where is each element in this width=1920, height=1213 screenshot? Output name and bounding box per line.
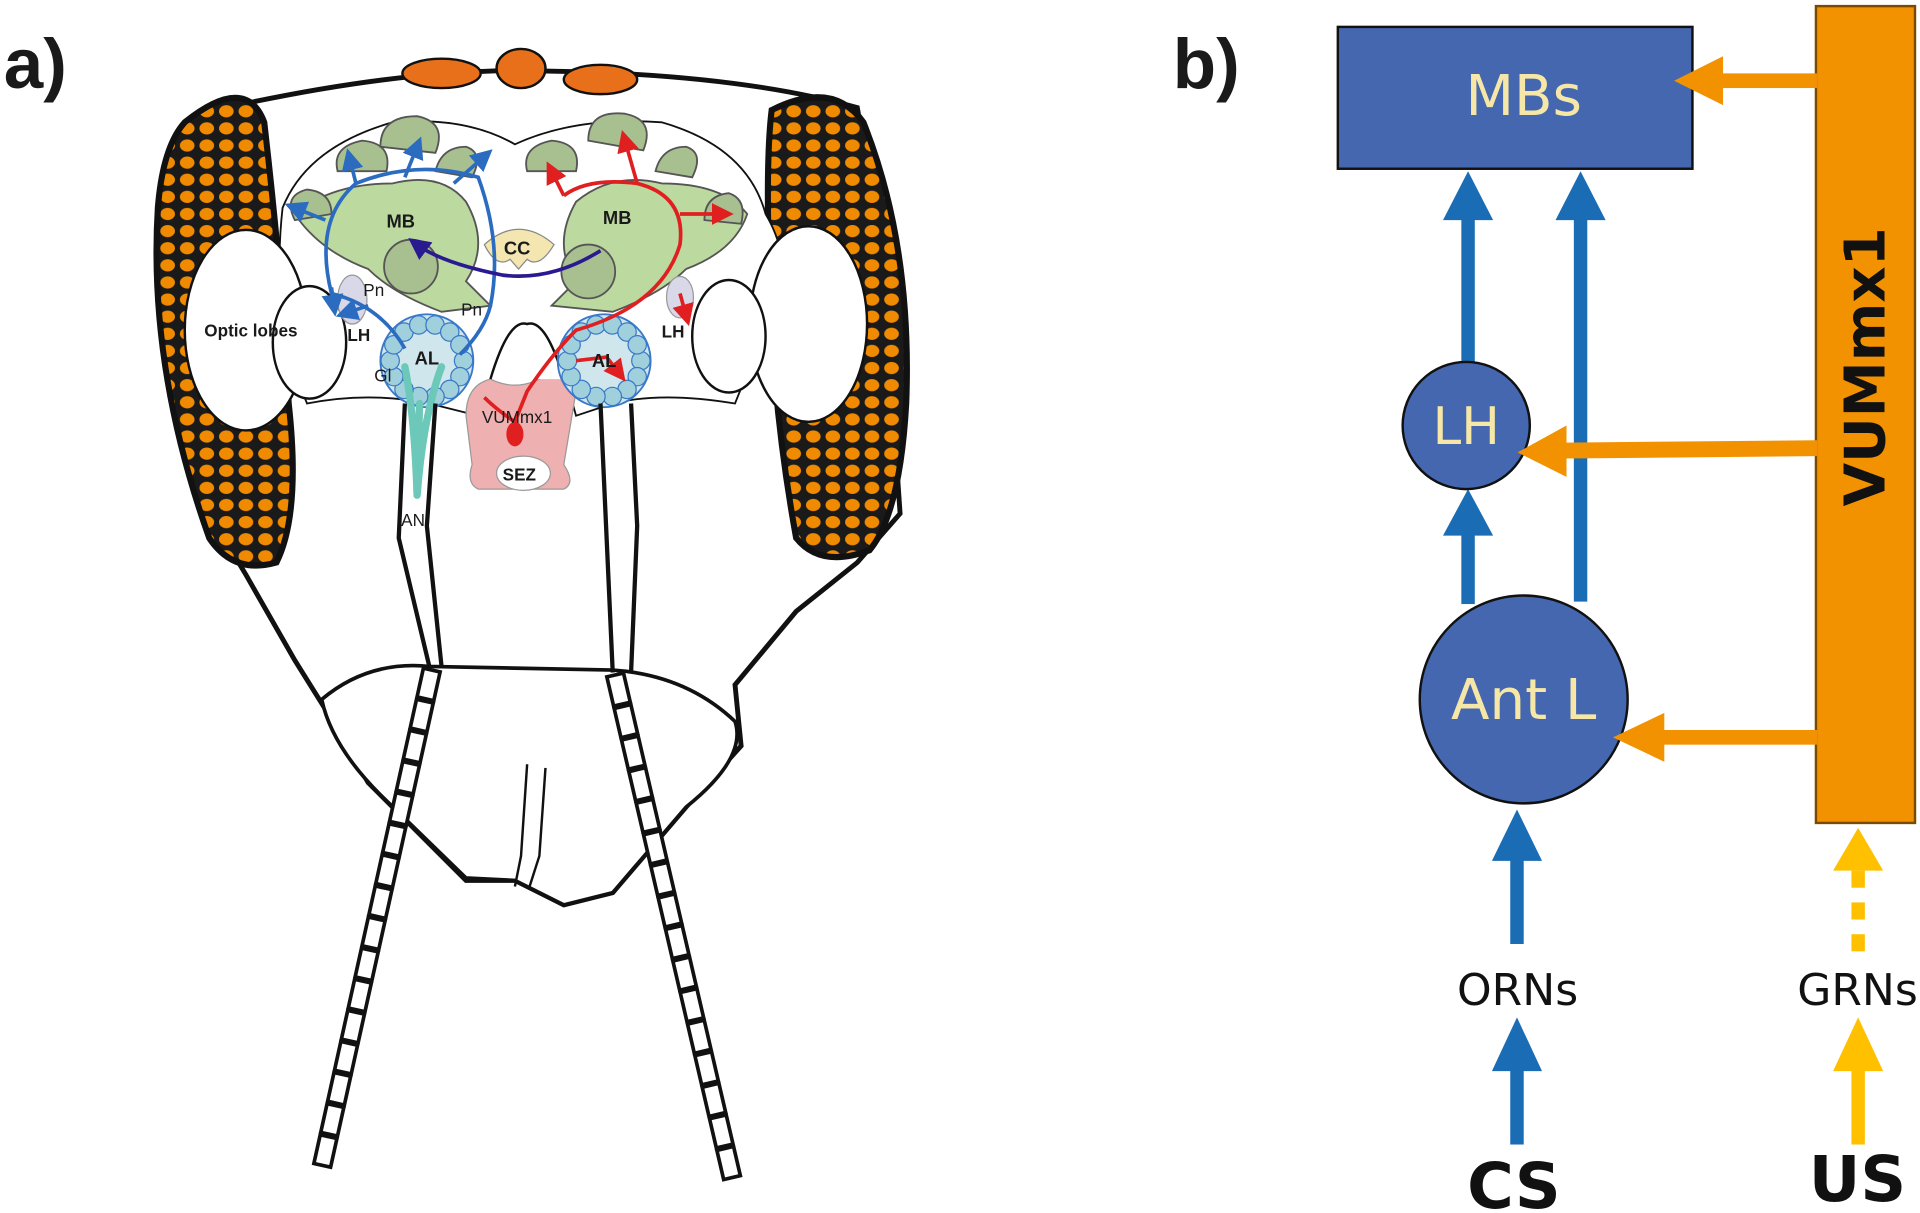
panel-a: a) <box>4 25 910 1182</box>
glomerulus <box>453 350 474 371</box>
ocellus-middle <box>495 47 547 90</box>
glomerulus <box>571 379 592 400</box>
antenna-segment <box>626 765 655 803</box>
antenna-segment <box>401 728 429 766</box>
label-mb-right: MB <box>603 207 632 228</box>
label-optic-lobes: Optic lobes <box>204 321 297 340</box>
optic-lobe-right-inner <box>690 278 767 394</box>
antenna-segment <box>407 697 436 734</box>
antenna-segment <box>648 860 677 898</box>
glomerulus <box>617 322 637 342</box>
red-pathway <box>483 130 734 424</box>
antenna-segment <box>685 1018 714 1056</box>
label-vummx1: VUMmx1 <box>482 408 552 427</box>
glomerulus <box>557 350 578 371</box>
ant-l-label: Ant L <box>1451 668 1597 733</box>
orns-label: ORNs <box>1457 965 1578 1016</box>
label-mb-left: MB <box>387 210 416 231</box>
antenna-segment <box>359 914 388 952</box>
antenna-segment <box>366 883 395 921</box>
lh-label: LH <box>1433 397 1500 457</box>
label-gl: Gl <box>374 367 391 386</box>
antenna-segment <box>339 1008 367 1045</box>
label-an: AN <box>401 511 425 530</box>
central-complex <box>483 228 555 270</box>
label-pn-right: Pn <box>461 300 482 319</box>
mbs-node <box>1336 25 1694 170</box>
mandible-suture <box>513 764 547 887</box>
antenna-left <box>311 666 443 1170</box>
antenna-segment <box>633 797 662 835</box>
antenna-segment <box>325 1070 353 1108</box>
cs-label: CS <box>1467 1149 1561 1213</box>
label-lh-left: LH <box>347 326 370 345</box>
antenna-segment <box>663 923 692 961</box>
yellow-arrows <box>1833 827 1884 1145</box>
antenna-segment <box>655 891 684 930</box>
mb-lobe-left <box>383 238 439 295</box>
glomerulus <box>561 366 581 387</box>
blue-pathway <box>284 136 497 356</box>
label-al-left: AL <box>415 347 439 368</box>
antenna-segment <box>414 666 443 703</box>
antenna-right <box>604 670 743 1182</box>
optic-lobe-right-outer <box>748 224 869 424</box>
vummx1-bar <box>1814 4 1917 825</box>
label-sez: SEZ <box>503 466 536 485</box>
antenna-segment <box>714 1144 743 1182</box>
glomerulus <box>408 315 429 335</box>
mb-lobe-right <box>560 243 617 300</box>
glomerulus <box>450 335 470 355</box>
us-label: US <box>1809 1142 1906 1213</box>
scape-left <box>396 403 444 667</box>
glomerulus <box>627 366 648 387</box>
antenna-segment <box>670 954 699 993</box>
antenna-segment <box>604 670 633 709</box>
antenna-segment <box>352 945 381 983</box>
antenna-segment <box>318 1101 347 1139</box>
antenna-segment <box>641 828 670 867</box>
antenna-segment <box>700 1081 728 1119</box>
grns-label: GRNs <box>1797 965 1918 1016</box>
antenna-segment <box>387 790 415 828</box>
antenna-segment <box>394 759 422 797</box>
vummx1-label: VUMmx1 <box>1833 227 1898 506</box>
antennal-nerve <box>401 363 446 499</box>
antenna-segment <box>373 852 402 890</box>
antenna-segment <box>707 1112 736 1151</box>
mbs-label: MBs <box>1465 64 1581 129</box>
label-pn-left: Pn <box>363 281 384 300</box>
antenna-segment <box>380 821 408 859</box>
ocellus-left <box>401 57 482 90</box>
label-lh-right: LH <box>662 322 685 341</box>
blue-arrows <box>1442 171 1606 1145</box>
ocellus-right <box>562 63 639 96</box>
antenna-segment <box>311 1132 340 1170</box>
label-al-right: AL <box>592 350 616 371</box>
sez-opening <box>495 455 551 491</box>
vummx1-soma <box>506 421 524 447</box>
antenna-segment <box>346 977 374 1014</box>
panel-b-label: b) <box>1173 25 1240 104</box>
label-cc: CC <box>504 237 530 258</box>
antenna-segment <box>692 1049 721 1088</box>
purple-pathway <box>408 237 602 278</box>
lh-node <box>1401 360 1532 491</box>
glomerulus <box>450 366 470 387</box>
antenna-segment <box>332 1039 360 1077</box>
glomerulus <box>631 350 651 371</box>
antenna-segment <box>678 986 706 1024</box>
glomerulus <box>439 322 460 342</box>
glomerulus <box>627 335 648 355</box>
panel-b: b) VUMmx1 MBs LH Ant L <box>1173 4 1918 1213</box>
glomerulus <box>602 386 623 407</box>
scape-right <box>598 403 640 673</box>
orange-arrows <box>1517 56 1818 762</box>
panel-a-label: a) <box>4 25 67 104</box>
ant-l-node <box>1418 594 1629 805</box>
antenna-segment <box>619 733 648 772</box>
antenna-segment <box>611 702 640 740</box>
